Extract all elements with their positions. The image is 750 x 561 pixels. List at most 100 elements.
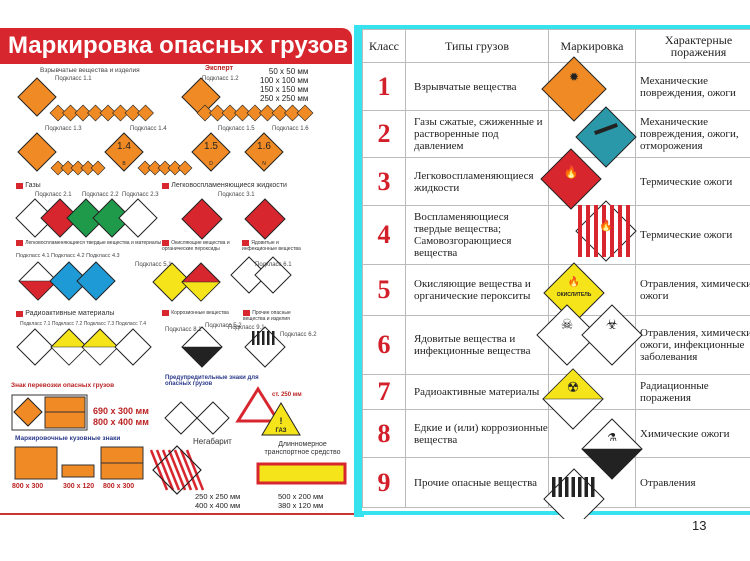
section-label: Радиоактивные материалы — [25, 310, 115, 317]
table-row: 8 Едкие и (или) коррозионные вещества Хи… — [362, 409, 750, 458]
label-sizes: 50 х 50 мм 100 х 100 мм 150 х 150 мм 250… — [260, 67, 309, 103]
section-label: Ядовитые и инфекционные вещества — [242, 240, 301, 252]
flammable-liquid-diamond — [244, 198, 286, 240]
subclass-label: Подкласс 1.6 — [272, 126, 309, 132]
class-number: 5 — [362, 264, 406, 316]
poster-title: Маркировка опасных грузов — [0, 28, 352, 64]
cargo-type: Газы сжатые, сжиженные и растворенные по… — [405, 110, 549, 158]
explosive-diamond — [191, 132, 231, 172]
small-explosive-diamond — [221, 104, 239, 122]
gas-diamond — [66, 198, 106, 238]
section-explosives: Взрывчатые вещества и изделия — [40, 67, 140, 74]
small-explosive-diamond — [177, 160, 193, 176]
subclass-label: Подкласс 2.3 — [122, 192, 159, 198]
transport-sign-sizes: 690 х 300 мм 800 х 400 мм — [93, 406, 149, 427]
small-explosive-diamond — [49, 104, 67, 122]
explosive-1-1-diamond — [17, 77, 57, 117]
small-explosive-diamond — [157, 160, 173, 176]
stripe — [257, 331, 260, 345]
small-explosive-diamond — [90, 160, 106, 176]
gas-diamond — [118, 198, 158, 238]
logo: Эксперт — [205, 65, 234, 72]
effects: Отравления — [635, 457, 750, 508]
section-label: Прочие опасные вещества и изделия — [243, 310, 291, 322]
radioactive-diamond — [16, 328, 54, 366]
small-explosive-diamond — [209, 104, 226, 122]
oversize-title: Негабарит — [193, 437, 232, 446]
diamond-letter: D — [209, 161, 213, 167]
table-row: 4 Воспламеняющиеся твердые вещества; Сам… — [362, 205, 750, 265]
effects: Отравления, химические ожоги — [635, 264, 750, 316]
long-vehicle-sizes: 500 х 200 мм 380 х 120 мм — [278, 492, 324, 510]
flammable-solid-diamond — [18, 261, 58, 301]
environment-hazard-diamond — [196, 401, 230, 435]
small-explosive-diamond — [271, 104, 289, 122]
oversize-sizes: 250 х 250 мм 400 х 400 мм — [195, 492, 241, 510]
table-row: 5 Окисляющие вещества и органические пер… — [362, 264, 750, 316]
divider-strip — [354, 25, 364, 517]
body-signs-title: Маркировочные кузовные знаки — [15, 435, 121, 442]
cargo-type: Ядовитые вещества и инфекционные веществ… — [405, 315, 549, 375]
body-sign-plate — [100, 446, 144, 480]
radioactive-diamond — [50, 328, 88, 366]
effects: Химические ожоги — [635, 409, 750, 458]
table-header-row: Класс Типы грузов Маркировка Характерные… — [362, 29, 750, 63]
effects: Механические повреждения, ожоги — [635, 62, 750, 111]
small-explosive-diamond — [99, 104, 117, 122]
diamond-number: 1.5 — [204, 141, 218, 152]
small-explosive-diamond — [70, 160, 86, 176]
class-number: 1 — [362, 62, 406, 111]
stripe — [179, 449, 199, 491]
oversize-diamond — [152, 445, 202, 495]
stripe — [267, 331, 270, 345]
subclass-label: Подкласс 3.1 — [218, 192, 255, 198]
gas-triangle — [261, 402, 301, 436]
diamond-letter: B — [122, 161, 126, 167]
small-explosive-diamond — [112, 104, 129, 122]
stripe — [252, 331, 255, 345]
diamond-letter: N — [262, 161, 266, 167]
marking-cell — [548, 315, 636, 375]
section-class4: ■■Легковоспламеняющиеся твердые вещества… — [16, 240, 162, 246]
peroxide-diamond — [181, 262, 221, 302]
section-label: Газы — [25, 182, 41, 189]
subclass-label: Подкласс 2.2 — [82, 192, 119, 198]
class-number: 6 — [362, 315, 406, 375]
gas-diamond — [15, 198, 55, 238]
transport-sign-title: Знак перевозки опасных грузов — [11, 382, 115, 389]
effects: Радиационные поражения — [635, 374, 750, 410]
explosive-1-3-diamond — [17, 132, 57, 172]
misc-hazard-diamond — [244, 326, 286, 368]
effects: Термические ожоги — [635, 205, 750, 265]
radioactive-diamond — [114, 328, 152, 366]
subclass-label: Подкласс 5.1 — [135, 262, 172, 268]
section-label: Легковоспламеняющиеся твердые вещества и… — [25, 240, 162, 246]
subclass-label: Подкласс 9.1 — [228, 325, 265, 331]
cargo-type: Радиоактивные материалы — [405, 374, 549, 410]
small-explosive-diamond — [62, 104, 79, 122]
spontaneous-diamond — [49, 261, 89, 301]
explosive-diamond — [104, 132, 144, 172]
cargo-type: Взрывчатые вещества — [405, 62, 549, 111]
small-explosive-diamond — [50, 160, 66, 176]
transport-diamond — [13, 397, 43, 427]
class-number: 8 — [362, 409, 406, 458]
marking-cell — [548, 157, 636, 206]
explosive-1-2-diamond — [181, 77, 221, 117]
table-row: 2 Газы сжатые, сжиженные и растворенные … — [362, 110, 750, 158]
header-types: Типы грузов — [405, 29, 549, 63]
marking-cell — [548, 264, 636, 316]
stripe — [167, 449, 187, 491]
subclass-label: Подкласс 6.1 — [255, 262, 292, 268]
small-explosive-diamond — [196, 104, 214, 122]
exclamation-icon: ! — [280, 416, 283, 426]
marking-cell — [548, 205, 636, 265]
oxidizer-diamond — [152, 262, 192, 302]
marking-cell — [548, 374, 636, 410]
diamond-number: 1.4 — [117, 141, 131, 152]
section-class8: ■■Коррозионные вещества — [162, 310, 229, 316]
flammable-liquid-diamond — [181, 198, 223, 240]
subclass-label: Подкласс 1.5 — [218, 126, 255, 132]
section-class9: ■■Прочие опасные вещества и изделия — [243, 310, 291, 322]
